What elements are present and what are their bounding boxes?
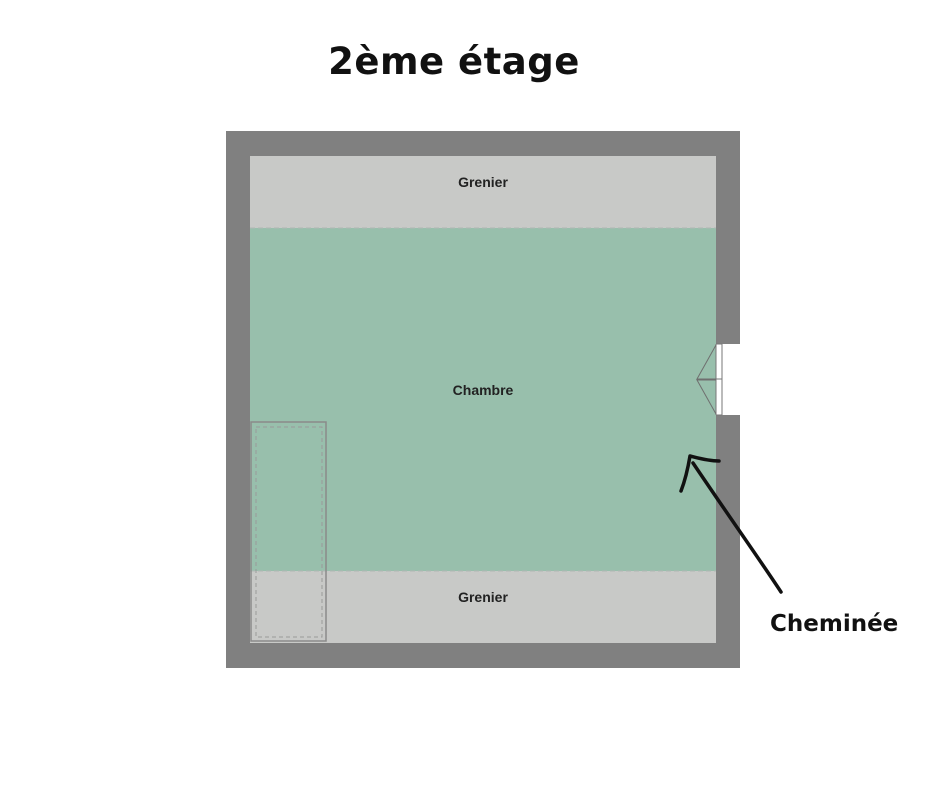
window xyxy=(696,343,740,416)
room-label-grenier-top: Grenier xyxy=(458,174,508,190)
room-chambre xyxy=(250,228,716,571)
annotation-label-cheminee: Cheminée xyxy=(770,611,899,637)
annotation-arrow xyxy=(679,454,783,594)
bed-outline xyxy=(250,421,327,642)
floor-title: 2ème étage xyxy=(328,40,580,83)
room-grenier-top xyxy=(250,156,716,228)
room-label-chambre: Chambre xyxy=(453,382,514,398)
room-grenier-bottom xyxy=(250,571,716,643)
room-label-grenier-bottom: Grenier xyxy=(458,589,508,605)
